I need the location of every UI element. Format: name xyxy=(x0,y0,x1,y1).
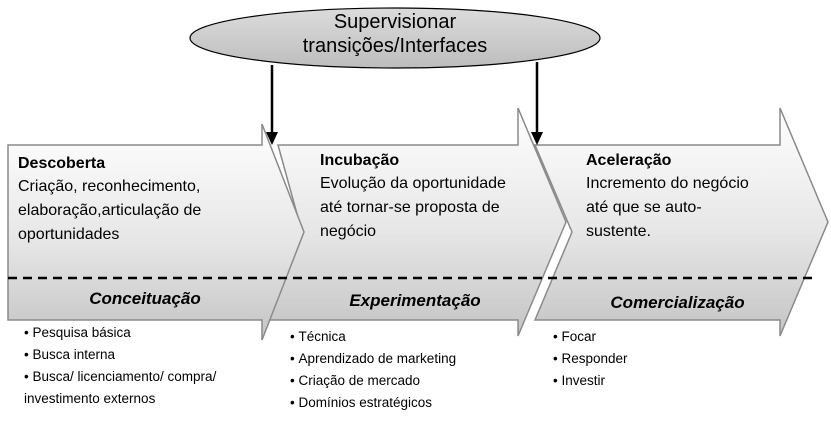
list-item: Busca/ licenciamento/ compra/ investimen… xyxy=(24,366,254,410)
supervisor-ellipse xyxy=(189,7,601,69)
supervisor-line-1: Supervisionar xyxy=(333,11,457,33)
stage-title: Aceleração xyxy=(586,152,672,169)
phase-label-experimentation: Experimentação xyxy=(349,291,481,310)
stage-description: Criação, reconhecimento, elaboração,arti… xyxy=(18,178,202,243)
stage-arrow-discovery xyxy=(7,123,305,341)
phase-label-commercialization: Comercialização xyxy=(610,293,745,312)
list-item: Aprendizado de marketing xyxy=(290,348,530,370)
list-item: Busca interna xyxy=(24,344,254,366)
activity-list-acceleration: Focar Responder Investir xyxy=(553,326,753,392)
list-item: Focar xyxy=(553,326,753,348)
activity-list-discovery: Pesquisa básica Busca interna Busca/ lic… xyxy=(24,322,254,410)
stage-description: Incremento do negócio até que se auto-su… xyxy=(586,175,749,240)
stage-discovery: Descoberta Criação, reconhecimento, elab… xyxy=(18,153,268,247)
supervisor-label: Supervisionar transições/Interfaces xyxy=(190,10,600,58)
list-item: Técnica xyxy=(290,326,530,348)
list-item: Domínios estratégicos xyxy=(290,392,530,414)
stage-acceleration: Aceleração Incremento do negócio até que… xyxy=(586,150,766,244)
list-item: Responder xyxy=(553,348,753,370)
phase-label-conceptualization: Conceituação xyxy=(89,289,201,308)
stage-description: Evolução da oportunidade até tornar-se p… xyxy=(320,175,506,240)
list-item: Pesquisa básica xyxy=(24,322,254,344)
stage-title: Descoberta xyxy=(18,155,106,172)
supervisor-line-2: transições/Interfaces xyxy=(302,35,488,57)
activity-list-incubation: Técnica Aprendizado de marketing Criação… xyxy=(290,326,530,414)
stage-title: Incubação xyxy=(320,152,400,169)
list-item: Criação de mercado xyxy=(290,370,530,392)
connector-arrows xyxy=(266,62,543,145)
stage-incubation: Incubação Evolução da oportunidade até t… xyxy=(320,150,510,244)
list-item: Investir xyxy=(553,370,753,392)
